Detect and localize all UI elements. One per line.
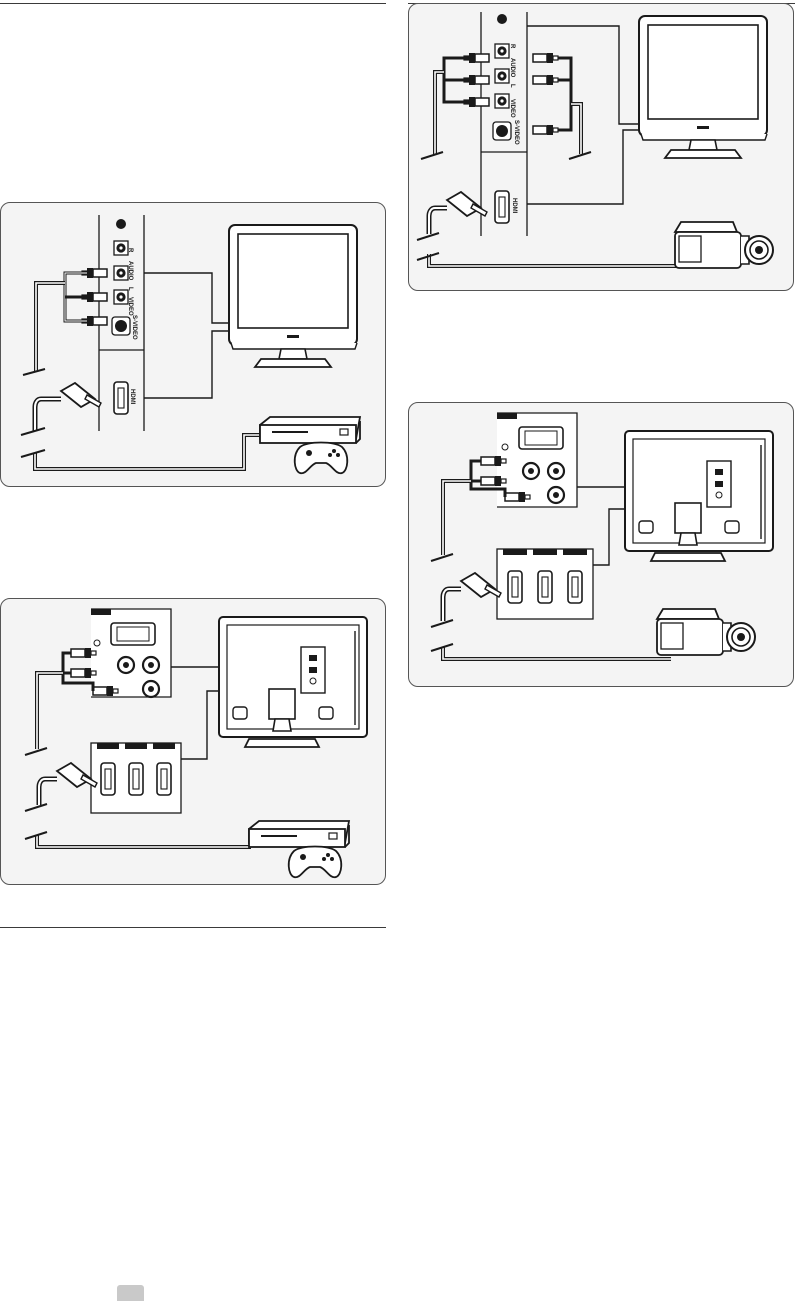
rca-cable [23, 268, 107, 375]
hdmi-cable [25, 763, 97, 811]
hdmi-cable [21, 383, 101, 435]
top-rule-left [0, 3, 386, 4]
game-controller [289, 847, 342, 878]
panel-3-drawing [1, 599, 386, 885]
label-hdmi: HDMI [129, 389, 135, 405]
label-audio-l: L [509, 84, 515, 88]
tv-front [229, 225, 357, 367]
hdmi-side-jack [114, 382, 128, 414]
audio-l-jack [114, 266, 128, 280]
headphone-jack [116, 219, 126, 229]
rca-cable-left [421, 53, 489, 159]
hdmi-cable [417, 192, 487, 240]
svideo-jack [112, 317, 130, 335]
diagram-panel-2: R AUDIO L VIDEO S-VIDEO HDMI [408, 3, 794, 291]
rca-cable-right [533, 53, 591, 159]
headphone-jack [497, 14, 507, 24]
game-console [249, 821, 349, 847]
label-video: VIDEO [509, 99, 515, 118]
label-svideo: S-VIDEO [513, 120, 519, 145]
game-console [260, 417, 360, 443]
camcorder [675, 222, 773, 268]
label-svideo: S-VIDEO [131, 315, 137, 340]
panel-4-drawing [409, 403, 794, 687]
page-number-marker [117, 1285, 144, 1301]
video-jack [114, 290, 128, 304]
diagram-panel-1: R AUDIO L VIDEO S-VIDEO HDMI [0, 202, 386, 487]
camcorder-cable [417, 253, 691, 266]
panel-1-drawing: R AUDIO L VIDEO S-VIDEO HDMI [1, 203, 386, 487]
label-audio-l: L [127, 287, 133, 291]
camcorder-cable [431, 644, 671, 659]
hdmi-cable [431, 573, 501, 627]
section-rule-left [0, 927, 386, 928]
panel-2-drawing: R AUDIO L VIDEO S-VIDEO HDMI [409, 4, 794, 291]
label-audio: AUDIO [509, 58, 515, 78]
label-video: VIDEO [127, 297, 133, 316]
audio-r-jack [114, 241, 128, 255]
diagram-panel-3 [0, 598, 386, 885]
side-connector-panel: R AUDIO L VIDEO S-VIDEO HDMI [481, 12, 527, 236]
audio-in-icon [94, 640, 100, 646]
console-cable [21, 435, 263, 469]
tv-back [219, 617, 367, 747]
camcorder [657, 609, 755, 655]
hdmi-side-jack [495, 191, 509, 223]
diagram-panel-4 [408, 402, 794, 687]
label-audio: AUDIO [127, 261, 133, 281]
rear-connector-panel [91, 609, 181, 813]
game-controller [295, 443, 348, 474]
rear-connector-panel [497, 413, 593, 619]
video-jack [495, 94, 509, 108]
tv-front [639, 16, 767, 158]
svideo-jack [493, 122, 511, 140]
label-audio-r: R [127, 248, 133, 253]
tv-back [625, 431, 773, 561]
audio-r-jack [495, 44, 509, 58]
console-cable [25, 832, 251, 847]
audio-in-icon [502, 444, 508, 450]
label-hdmi: HDMI [511, 198, 517, 214]
audio-l-jack [495, 69, 509, 83]
label-audio-r: R [509, 44, 515, 49]
